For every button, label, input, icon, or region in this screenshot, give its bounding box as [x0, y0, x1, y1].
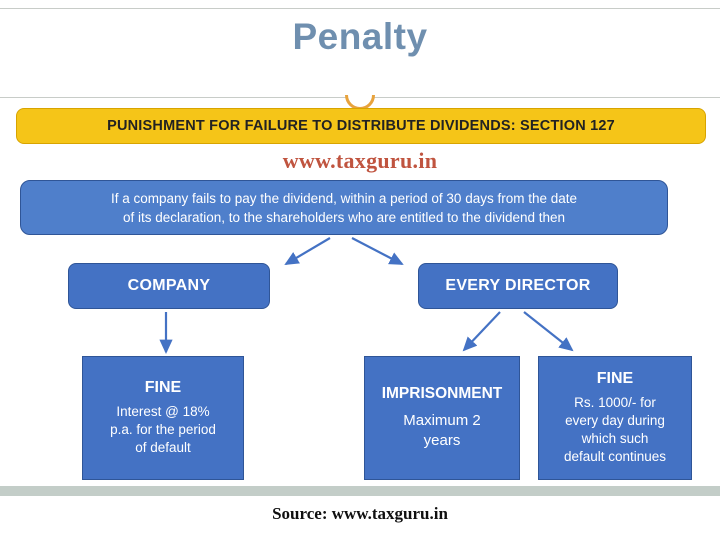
statement-box: If a company fails to pay the dividend, …	[20, 180, 668, 235]
statement-line-1: If a company fails to pay the dividend, …	[110, 190, 578, 206]
leaf-fine-company-head: FINE	[144, 379, 182, 396]
node-company: COMPANY	[68, 263, 270, 309]
leaf-imprisonment: IMPRISONMENT Maximum 2 years	[364, 356, 520, 480]
leaf-fine-company-body: Interest @ 18% p.a. for the period of de…	[110, 404, 216, 455]
node-every-director: EVERY DIRECTOR	[418, 263, 618, 309]
watermark-text: www.taxguru.in	[282, 148, 438, 173]
node-company-label: COMPANY	[127, 277, 211, 294]
circle-ornament-mask	[343, 80, 377, 95]
leaf-imprisonment-head: IMPRISONMENT	[381, 385, 503, 402]
leaf-fine-director-head: FINE	[596, 370, 634, 387]
bottom-divider	[0, 486, 720, 496]
footer-area	[0, 496, 720, 540]
leaf-imprisonment-body: Maximum 2 years	[403, 412, 481, 449]
leaf-fine-director: FINE Rs. 1000/- for every day during whi…	[538, 356, 692, 480]
leaf-fine-director-body: Rs. 1000/- for every day during which su…	[563, 395, 667, 464]
node-every-director-label: EVERY DIRECTOR	[445, 277, 591, 294]
statement-line-2: of its declaration, to the shareholders …	[122, 209, 566, 225]
section-banner: PUNISHMENT FOR FAILURE TO DISTRIBUTE DIV…	[16, 108, 706, 144]
leaf-fine-company: FINE Interest @ 18% p.a. for the period …	[82, 356, 244, 480]
section-banner-text: PUNISHMENT FOR FAILURE TO DISTRIBUTE DIV…	[107, 118, 615, 134]
source-credit: Source: www.taxguru.in	[272, 504, 448, 523]
page-title: Penalty	[292, 16, 428, 57]
